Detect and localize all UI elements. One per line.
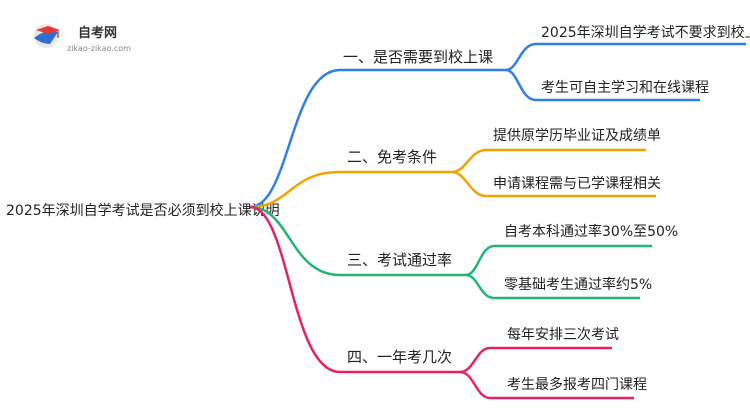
- branch-3-child-2: 零基础考生通过率约5%: [504, 276, 652, 293]
- branch-4-link-2: [459, 370, 634, 400]
- branch-2-child-1: 提供原学历毕业证及成绩单: [493, 128, 661, 144]
- branch-3-child-1: 自考本科通过率30%至50%: [504, 223, 678, 240]
- logo: 自考网 zikao-zikao.com: [34, 24, 131, 53]
- branch-2-child-2: 申请课程需与已学课程相关: [493, 176, 661, 192]
- root-topic: 2025年深圳自学考试是否必须到校上课说明: [6, 202, 280, 219]
- branch-3: 三、考试通过率 自考本科通过率30%至50% 零基础考生通过率约5%: [340, 223, 678, 300]
- branch-4-child-2: 考生最多报考四门课程: [507, 376, 647, 393]
- branch-1: 一、是否需要到校上课 2025年深圳自学考试不要求到校上课 考生可自主学习和在线…: [340, 24, 750, 102]
- graduation-cap-icon: [34, 24, 60, 48]
- root-link-2: [249, 170, 341, 209]
- branch-1-child-2: 考生可自主学习和在线课程: [541, 80, 709, 96]
- root-link-4: [249, 205, 341, 374]
- branch-2-link-1: [451, 148, 646, 174]
- branch-3-label: 三、考试通过率: [347, 251, 452, 269]
- branch-3-link-1: [465, 244, 652, 277]
- branch-4-label: 四、一年考几次: [347, 348, 452, 366]
- logo-name: 自考网: [78, 25, 117, 41]
- branch-3-link-2: [465, 273, 640, 300]
- root-link-3: [249, 205, 341, 277]
- branch-1-link-2: [505, 68, 700, 102]
- branch-1-child-1: 2025年深圳自学考试不要求到校上课: [541, 24, 750, 41]
- branch-2-link-2: [451, 170, 656, 198]
- branch-4: 四、一年考几次 每年安排三次考试 考生最多报考四门课程: [340, 327, 647, 400]
- root-link-1: [249, 68, 341, 209]
- branch-2: 二、免考条件 提供原学历毕业证及成绩单 申请课程需与已学课程相关: [340, 128, 661, 198]
- branch-1-label: 一、是否需要到校上课: [343, 48, 493, 66]
- branch-2-label: 二、免考条件: [347, 148, 437, 166]
- branch-1-link-1: [505, 42, 746, 72]
- branch-4-link-1: [459, 346, 612, 374]
- logo-domain: zikao-zikao.com: [67, 44, 131, 53]
- branch-4-child-1: 每年安排三次考试: [507, 327, 619, 343]
- root-connectors: [249, 68, 341, 374]
